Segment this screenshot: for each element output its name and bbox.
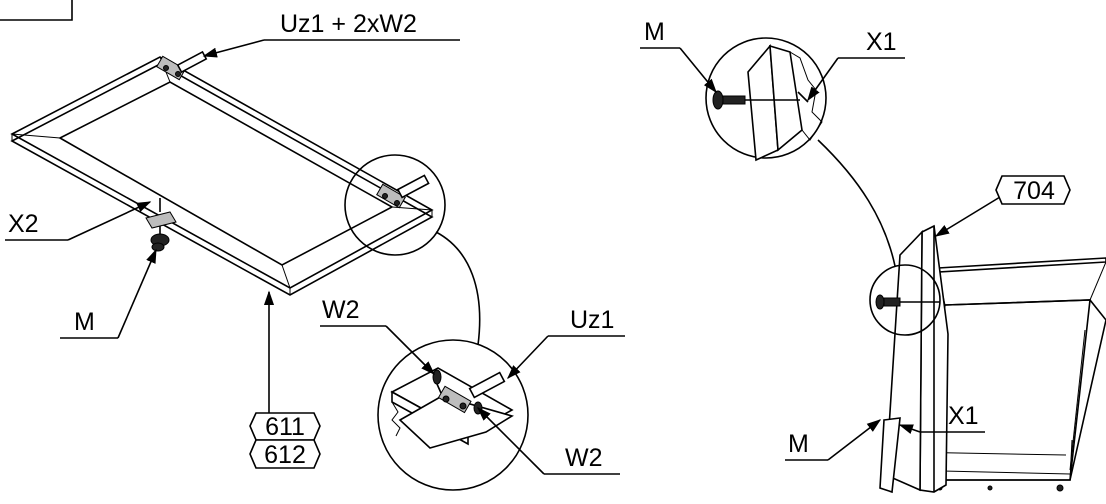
callout-w2-top: W2 [320, 296, 436, 376]
detail-connector-left [435, 231, 481, 346]
callout-m-left: M [60, 248, 157, 339]
tag-612 [249, 439, 321, 469]
callout-704: 704 [934, 175, 1071, 237]
callout-m-right: M [785, 419, 882, 461]
knob-m-left [150, 226, 170, 252]
label-x1-detail: X1 [866, 28, 897, 56]
label-uz1-2xw2: Uz1 + 2xW2 [280, 10, 417, 38]
part-number-704: 704 [1013, 177, 1055, 205]
tag-704 [995, 175, 1071, 205]
callout-uz1-detail: Uz1 [507, 306, 625, 380]
label-w2-top: W2 [322, 296, 360, 324]
label-m-right: M [788, 430, 809, 458]
callout-x1-right: X1 [898, 402, 985, 435]
callout-x1-detail: X1 [807, 28, 905, 102]
label-x1-right: X1 [948, 402, 979, 430]
label-m-left: M [74, 308, 95, 336]
callout-uz1-2xw2: Uz1 + 2xW2 [202, 10, 460, 58]
detail-circle-knob [705, 37, 827, 159]
screw-x2 [145, 198, 177, 229]
label-x2: X2 [8, 210, 39, 238]
detail-knob-view [712, 43, 823, 162]
detail-circle-hinge [377, 339, 529, 491]
hinge-right-corner [376, 174, 430, 209]
detail-connector-right [817, 139, 896, 267]
detail-hinge-view [390, 367, 514, 449]
detail-circle-right-small [869, 264, 941, 336]
detail-circle-left [344, 154, 446, 256]
callout-w2-bottom: W2 [476, 406, 620, 475]
drawer-front-panel [10, 56, 434, 296]
callout-611-612: 611 612 [249, 290, 321, 469]
knob-small-right [875, 294, 940, 310]
part-number-612: 612 [264, 441, 306, 469]
label-w2-bottom: W2 [565, 444, 603, 472]
corner-frame [0, 0, 73, 21]
hinge-top-corner [156, 50, 208, 81]
callout-x2: X2 [5, 201, 152, 241]
part-number-611: 611 [265, 413, 305, 441]
callout-m-detail: M [640, 18, 717, 94]
label-m-detail: M [644, 18, 665, 46]
label-uz1-detail: Uz1 [570, 306, 614, 334]
